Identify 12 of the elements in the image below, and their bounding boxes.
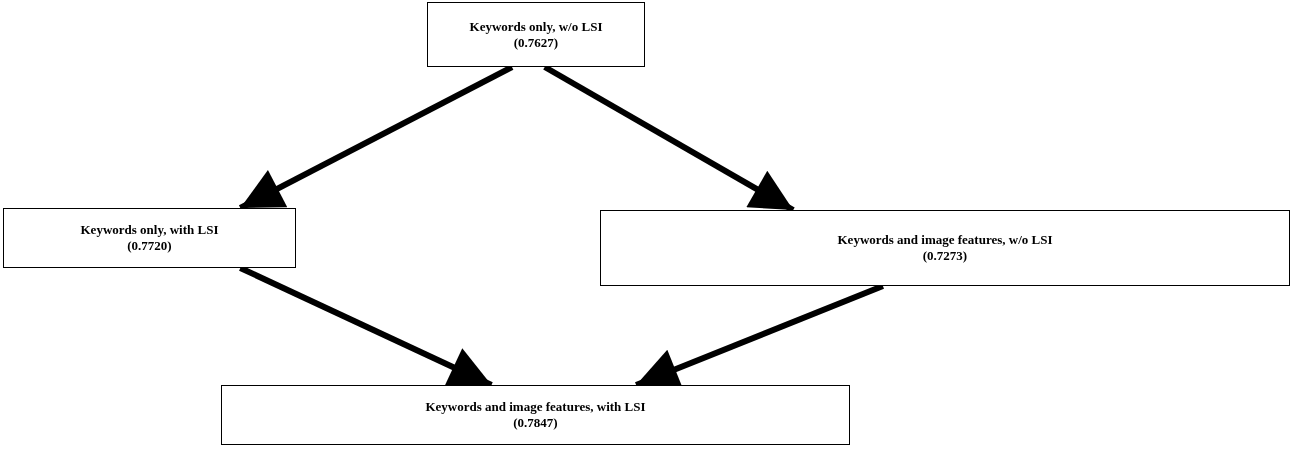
score-value: (0.7273)	[922, 248, 968, 264]
score-value: (0.7847)	[513, 415, 558, 431]
process-box	[600, 210, 1290, 286]
process-box	[427, 2, 645, 67]
score-value: (0.7627)	[513, 34, 559, 51]
node-label: Keywords and image features, with LSI	[425, 399, 646, 415]
process-box	[221, 385, 850, 445]
score-value: (0.7720)	[127, 238, 172, 254]
node-label: Keywords only, w/o LSI	[469, 18, 603, 35]
node-label: Keywords and image features, w/o LSI	[837, 232, 1053, 248]
node-label: Keywords only, with LSI	[80, 222, 219, 238]
process-box	[3, 208, 296, 268]
